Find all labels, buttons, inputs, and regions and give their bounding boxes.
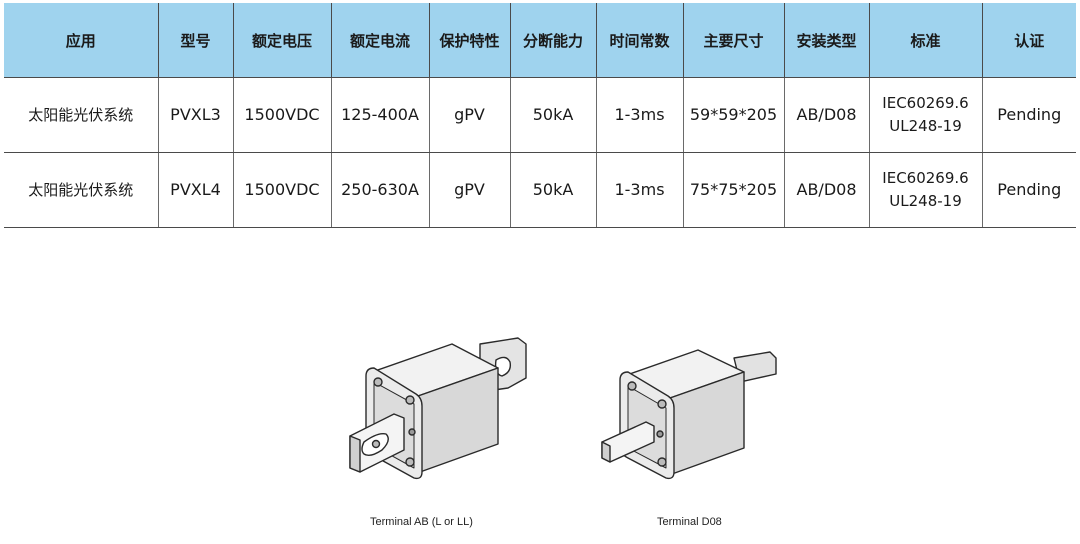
cell-standard: IEC60269.6 UL248-19: [869, 152, 983, 228]
header-voltage: 额定电压: [233, 3, 332, 78]
cell-breaking: 50kA: [510, 77, 597, 153]
cell-certification: Pending: [982, 152, 1076, 228]
cell-voltage: 1500VDC: [233, 77, 332, 153]
standard-ul: UL248-19: [889, 192, 962, 210]
header-standard: 标准: [869, 3, 983, 78]
standard-ul: UL248-19: [889, 117, 962, 135]
header-time-constant: 时间常数: [596, 3, 684, 78]
cell-certification: Pending: [982, 77, 1076, 153]
cell-breaking: 50kA: [510, 152, 597, 228]
cell-dimensions: 75*75*205: [683, 152, 785, 228]
header-model: 型号: [158, 3, 234, 78]
cell-current: 250-630A: [331, 152, 430, 228]
header-characteristic: 保护特性: [429, 3, 511, 78]
cell-model: PVXL4: [158, 152, 234, 228]
cell-characteristic: gPV: [429, 77, 511, 153]
standard-iec: IEC60269.6: [882, 94, 969, 112]
table-row: 太阳能光伏系统 PVXL3 1500VDC 125-400A gPV 50kA …: [4, 77, 1076, 153]
header-row: 应用 型号 额定电压 额定电流 保护特性 分断能力 时间常数 主要尺寸 安装类型…: [4, 3, 1076, 78]
cell-application: 太阳能光伏系统: [4, 152, 159, 228]
table-row: 太阳能光伏系统 PVXL4 1500VDC 250-630A gPV 50kA …: [4, 152, 1076, 228]
cell-dimensions: 59*59*205: [683, 77, 785, 153]
header-application: 应用: [4, 3, 159, 78]
standard-iec: IEC60269.6: [882, 169, 969, 187]
cell-mount: AB/D08: [784, 152, 870, 228]
spec-table: 应用 型号 额定电压 额定电流 保护特性 分断能力 时间常数 主要尺寸 安装类型…: [4, 3, 1076, 228]
cell-time-constant: 1-3ms: [596, 152, 684, 228]
cell-mount: AB/D08: [784, 77, 870, 153]
caption-terminal-d08: Terminal D08: [657, 516, 722, 528]
cell-model: PVXL3: [158, 77, 234, 153]
cell-time-constant: 1-3ms: [596, 77, 684, 153]
cell-current: 125-400A: [331, 77, 430, 153]
fuse-terminal-ab-drawing: [349, 337, 527, 480]
cell-application: 太阳能光伏系统: [4, 77, 159, 153]
fuse-terminal-d08-drawing: [601, 349, 777, 480]
cell-voltage: 1500VDC: [233, 152, 332, 228]
cell-standard: IEC60269.6 UL248-19: [869, 77, 983, 153]
header-current: 额定电流: [331, 3, 430, 78]
caption-terminal-ab: Terminal AB (L or LL): [370, 516, 473, 528]
header-certification: 认证: [982, 3, 1076, 78]
header-mount: 安装类型: [784, 3, 870, 78]
header-breaking: 分断能力: [510, 3, 597, 78]
cell-characteristic: gPV: [429, 152, 511, 228]
header-dimensions: 主要尺寸: [683, 3, 785, 78]
